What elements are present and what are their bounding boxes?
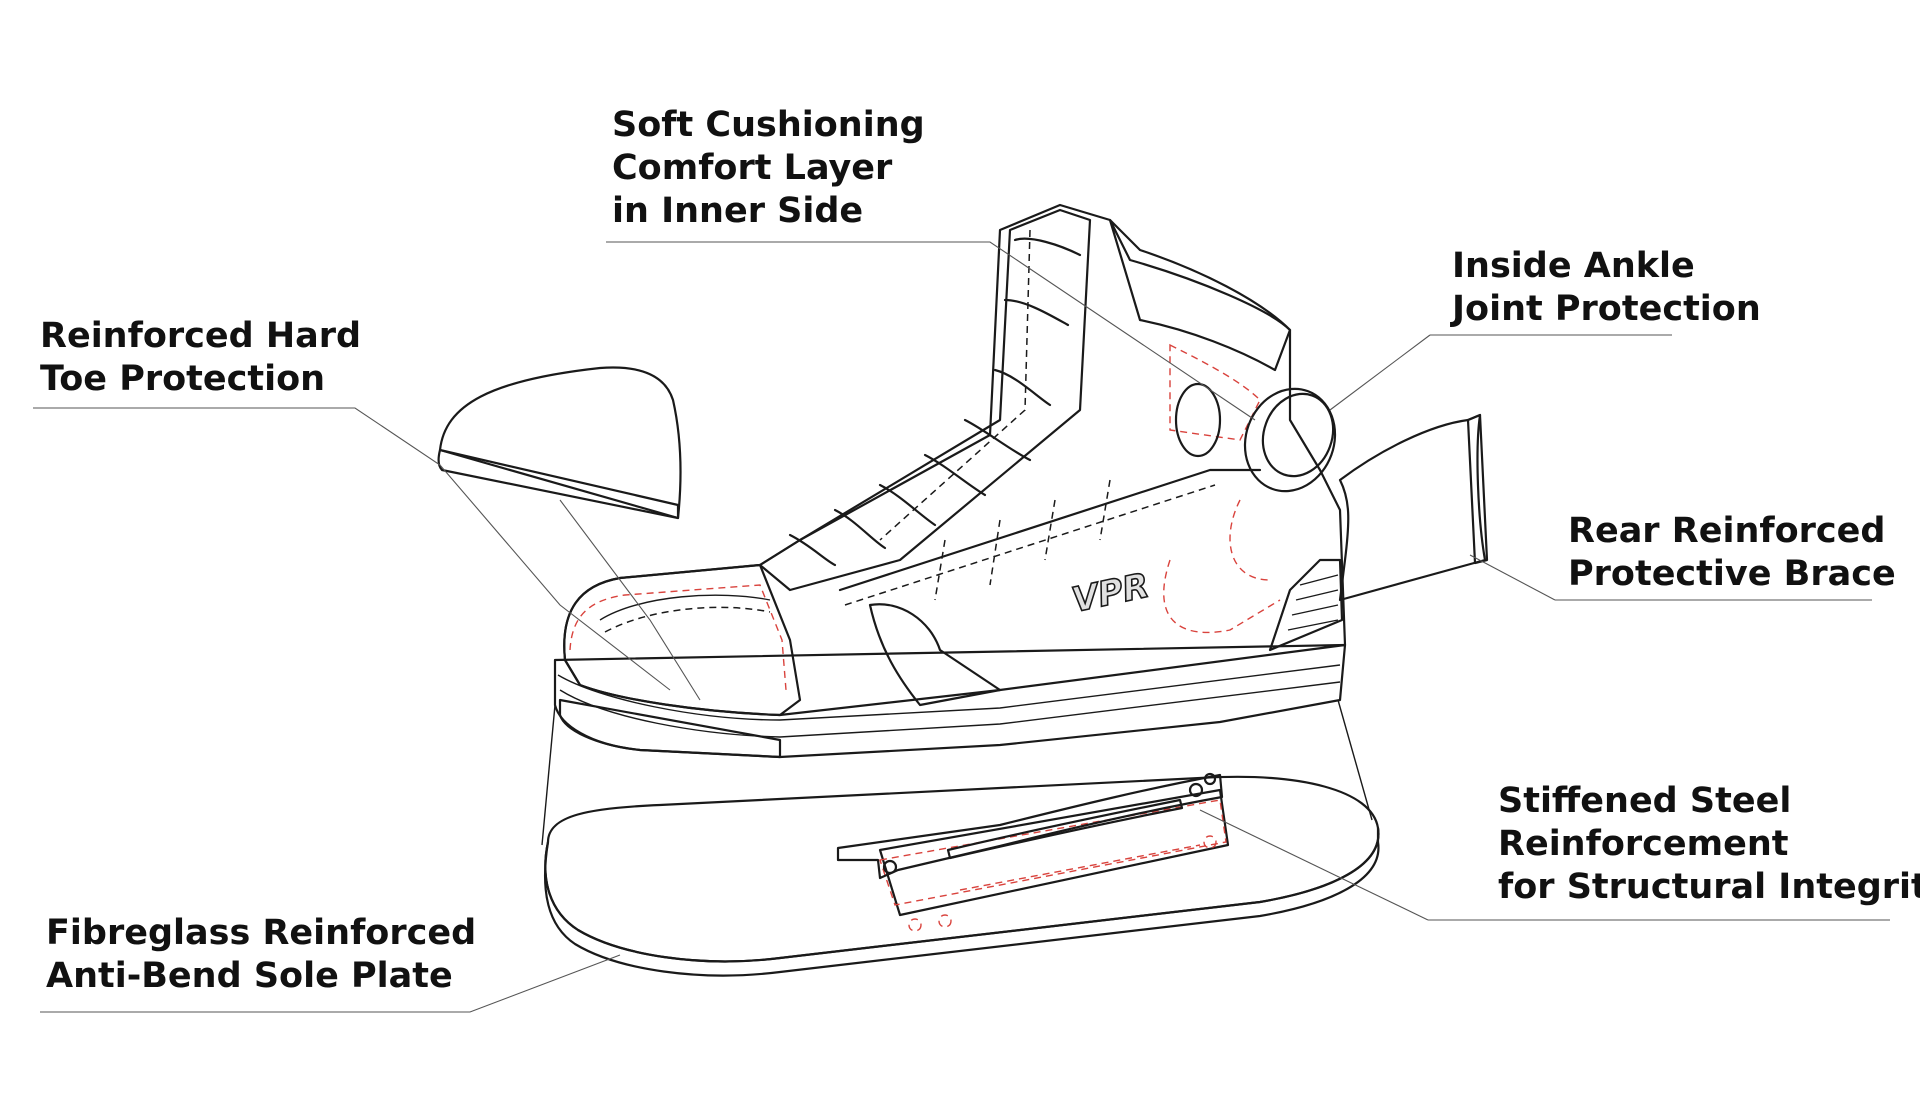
ankle-disc bbox=[1174, 382, 1337, 493]
leader-lines bbox=[33, 241, 1890, 1013]
label-line: Anti-Bend Sole Plate bbox=[46, 956, 453, 996]
steel-shank bbox=[836, 772, 1230, 932]
label-sole-plate: Fibreglass Reinforced Anti-Bend Sole Pla… bbox=[46, 912, 476, 998]
boot-body bbox=[553, 203, 1347, 759]
label-rear-brace: Rear Reinforced Protective Brace bbox=[1568, 510, 1896, 596]
label-line: Inside Ankle bbox=[1452, 246, 1695, 286]
label-toe-protection: Reinforced Hard Toe Protection bbox=[40, 315, 361, 401]
sole-plate bbox=[543, 775, 1380, 977]
label-line: Reinforced Hard bbox=[40, 316, 362, 356]
label-line: in Inner Side bbox=[612, 191, 864, 231]
rear-brace bbox=[1338, 413, 1489, 602]
label-line: for Structural Integrity bbox=[1498, 867, 1920, 907]
toe-cap bbox=[437, 366, 682, 520]
label-line: Soft Cushioning bbox=[612, 105, 925, 145]
label-ankle-protection: Inside Ankle Joint Protection bbox=[1452, 245, 1761, 331]
label-line: Reinforcement bbox=[1498, 824, 1789, 864]
label-steel-reinforcement: Stiffened Steel Reinforcement for Struct… bbox=[1498, 780, 1920, 909]
label-line: Rear Reinforced bbox=[1568, 511, 1886, 551]
label-line: Stiffened Steel bbox=[1498, 781, 1792, 821]
label-line: Toe Protection bbox=[40, 359, 326, 399]
label-cushioning-layer: Soft Cushioning Comfort Layer in Inner S… bbox=[612, 104, 925, 233]
label-line: Comfort Layer bbox=[612, 148, 893, 188]
label-line: Joint Protection bbox=[1452, 289, 1761, 329]
label-line: Fibreglass Reinforced bbox=[46, 913, 477, 953]
label-line: Protective Brace bbox=[1568, 554, 1896, 594]
brand-logo: VPR bbox=[1069, 566, 1153, 621]
laces bbox=[788, 237, 1082, 567]
